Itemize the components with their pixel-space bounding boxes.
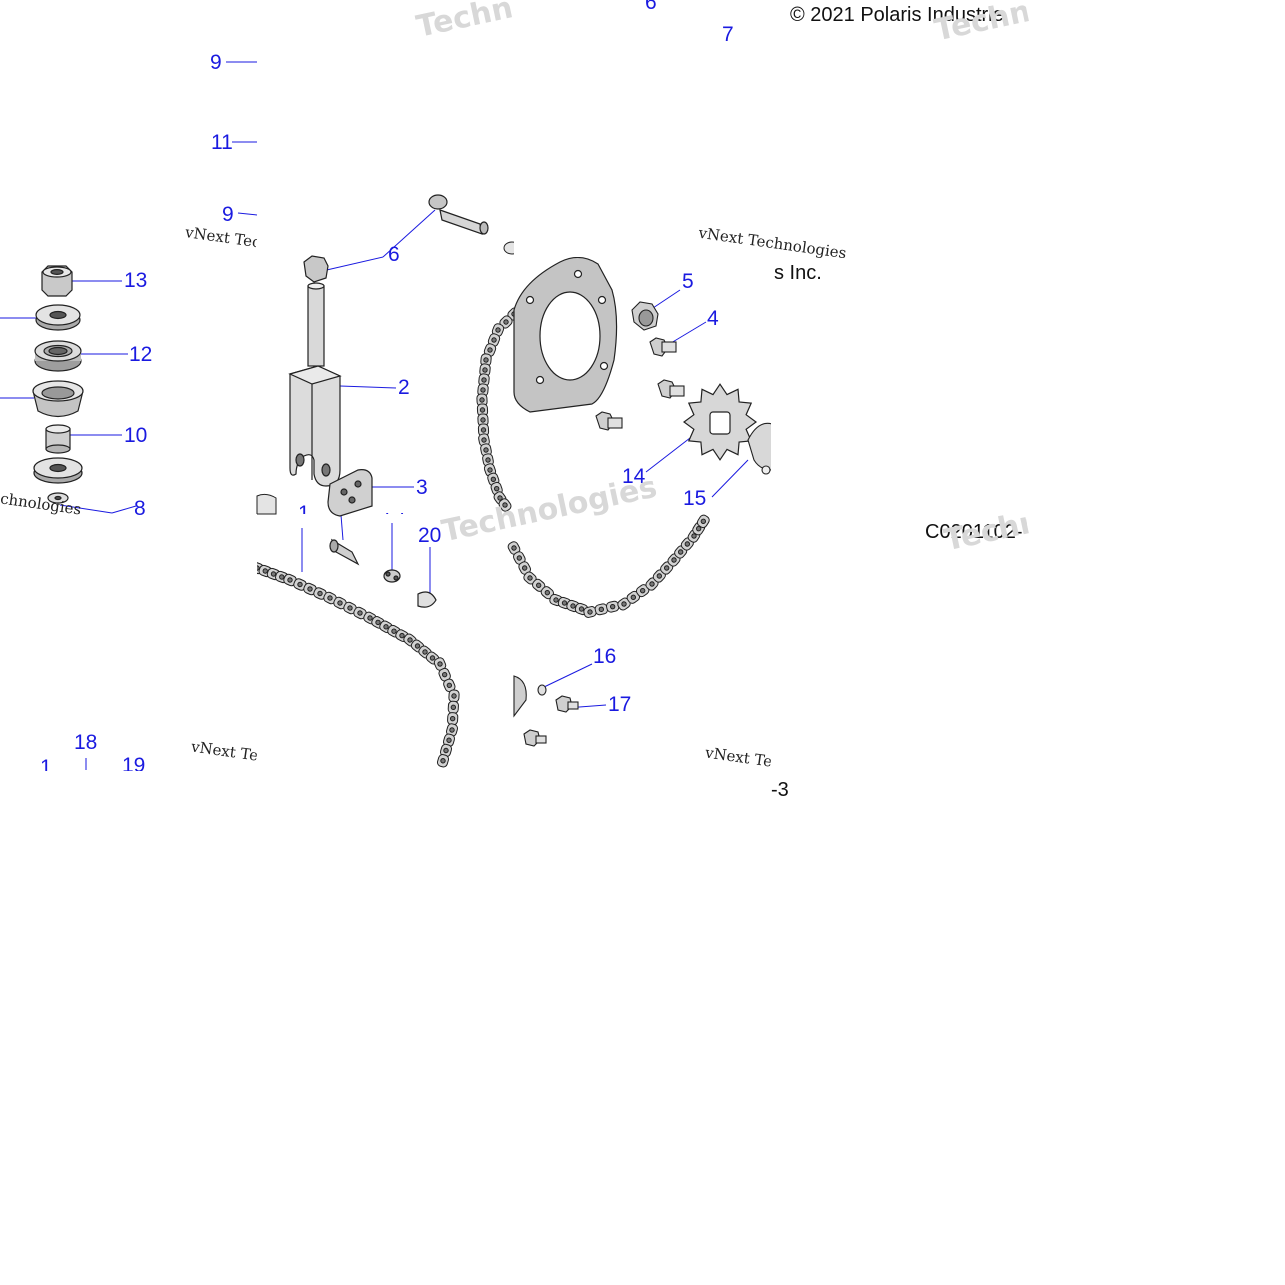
chain-link [696, 514, 710, 529]
chain-link [436, 754, 450, 768]
chain-link [477, 383, 489, 397]
callout-19-partial: 19 [381, 500, 405, 523]
chain-link [652, 569, 666, 583]
lower-washer [33, 457, 83, 484]
chain-link [617, 597, 631, 611]
chain-link [447, 700, 459, 714]
chain-link [523, 571, 537, 585]
callout-3: 3 [416, 476, 428, 499]
flange-nut [631, 301, 659, 331]
callout-14: 14 [622, 465, 646, 488]
lower-fasteners [513, 675, 579, 747]
chain-link [479, 363, 491, 377]
chain-link [477, 423, 490, 437]
chain-link [443, 678, 456, 693]
chain-link [635, 584, 650, 598]
callout-19-partial: 19 [122, 755, 146, 771]
carrier-plate [513, 256, 618, 413]
page-fragment: -3 [771, 779, 789, 801]
chain-link [418, 645, 432, 659]
callout-12: 12 [129, 343, 153, 366]
lock-nut [41, 265, 73, 297]
callout-9: 9 [222, 203, 234, 226]
chain-link [476, 403, 489, 417]
callout-20: 20 [418, 524, 442, 547]
chain-link [498, 498, 512, 512]
bearing [34, 340, 82, 372]
tensioner-arm [288, 194, 489, 608]
copyright-notice: © 2021 Polaris Industrie [790, 4, 1004, 26]
chain-link [518, 561, 531, 575]
chain-link [645, 577, 659, 591]
bearing-cup [32, 380, 84, 418]
chain-link [448, 689, 460, 703]
callout-18: 18 [74, 731, 98, 754]
drawing-code: C0201102- [925, 521, 1023, 543]
chain-link [303, 582, 317, 596]
callout-2: 2 [398, 376, 410, 399]
bolt [657, 379, 685, 399]
chain-link [626, 590, 641, 604]
callout-16: 16 [593, 645, 617, 668]
chain-link [433, 657, 447, 671]
callout-5: 5 [682, 270, 694, 293]
chain-link [447, 712, 459, 726]
copyright-tail: s Inc. [774, 262, 822, 284]
bolt [595, 411, 623, 431]
drive-sprocket [682, 383, 758, 461]
flat-washer [35, 304, 81, 331]
callout-1-partial: 1 [298, 503, 310, 514]
chain-link [439, 743, 453, 758]
callout-1-partial: 1 [40, 757, 52, 771]
callout-17: 17 [608, 693, 632, 716]
callout-6: 6 [645, 0, 657, 14]
callout-11: 11 [211, 131, 233, 154]
callout-9: 9 [210, 51, 222, 74]
chain-link [476, 393, 488, 407]
callout-13: 13 [124, 269, 148, 292]
bolt [649, 337, 677, 357]
chain-link-pins [329, 538, 437, 608]
fasteners [595, 301, 685, 431]
chain-link [438, 667, 451, 682]
chain-link [660, 561, 674, 575]
washer-stack [32, 265, 84, 504]
callout-10: 10 [124, 424, 148, 447]
chain-link [491, 323, 505, 337]
chain-link [499, 315, 513, 329]
callout-8: 8 [134, 497, 146, 520]
shoulder-bolt [428, 194, 489, 235]
bushing [45, 424, 71, 454]
retainer-clip [747, 422, 773, 475]
chain-link [283, 573, 297, 587]
leader-lines [0, 0, 761, 770]
small-washer [47, 492, 69, 504]
callout-4: 4 [707, 307, 719, 330]
chain-link [478, 373, 490, 387]
callout-7: 7 [722, 23, 734, 46]
chain-link [507, 541, 521, 555]
callout-6: 6 [388, 243, 400, 266]
callout-15: 15 [683, 487, 707, 510]
chain-link [605, 600, 620, 613]
chain-link [445, 723, 459, 737]
